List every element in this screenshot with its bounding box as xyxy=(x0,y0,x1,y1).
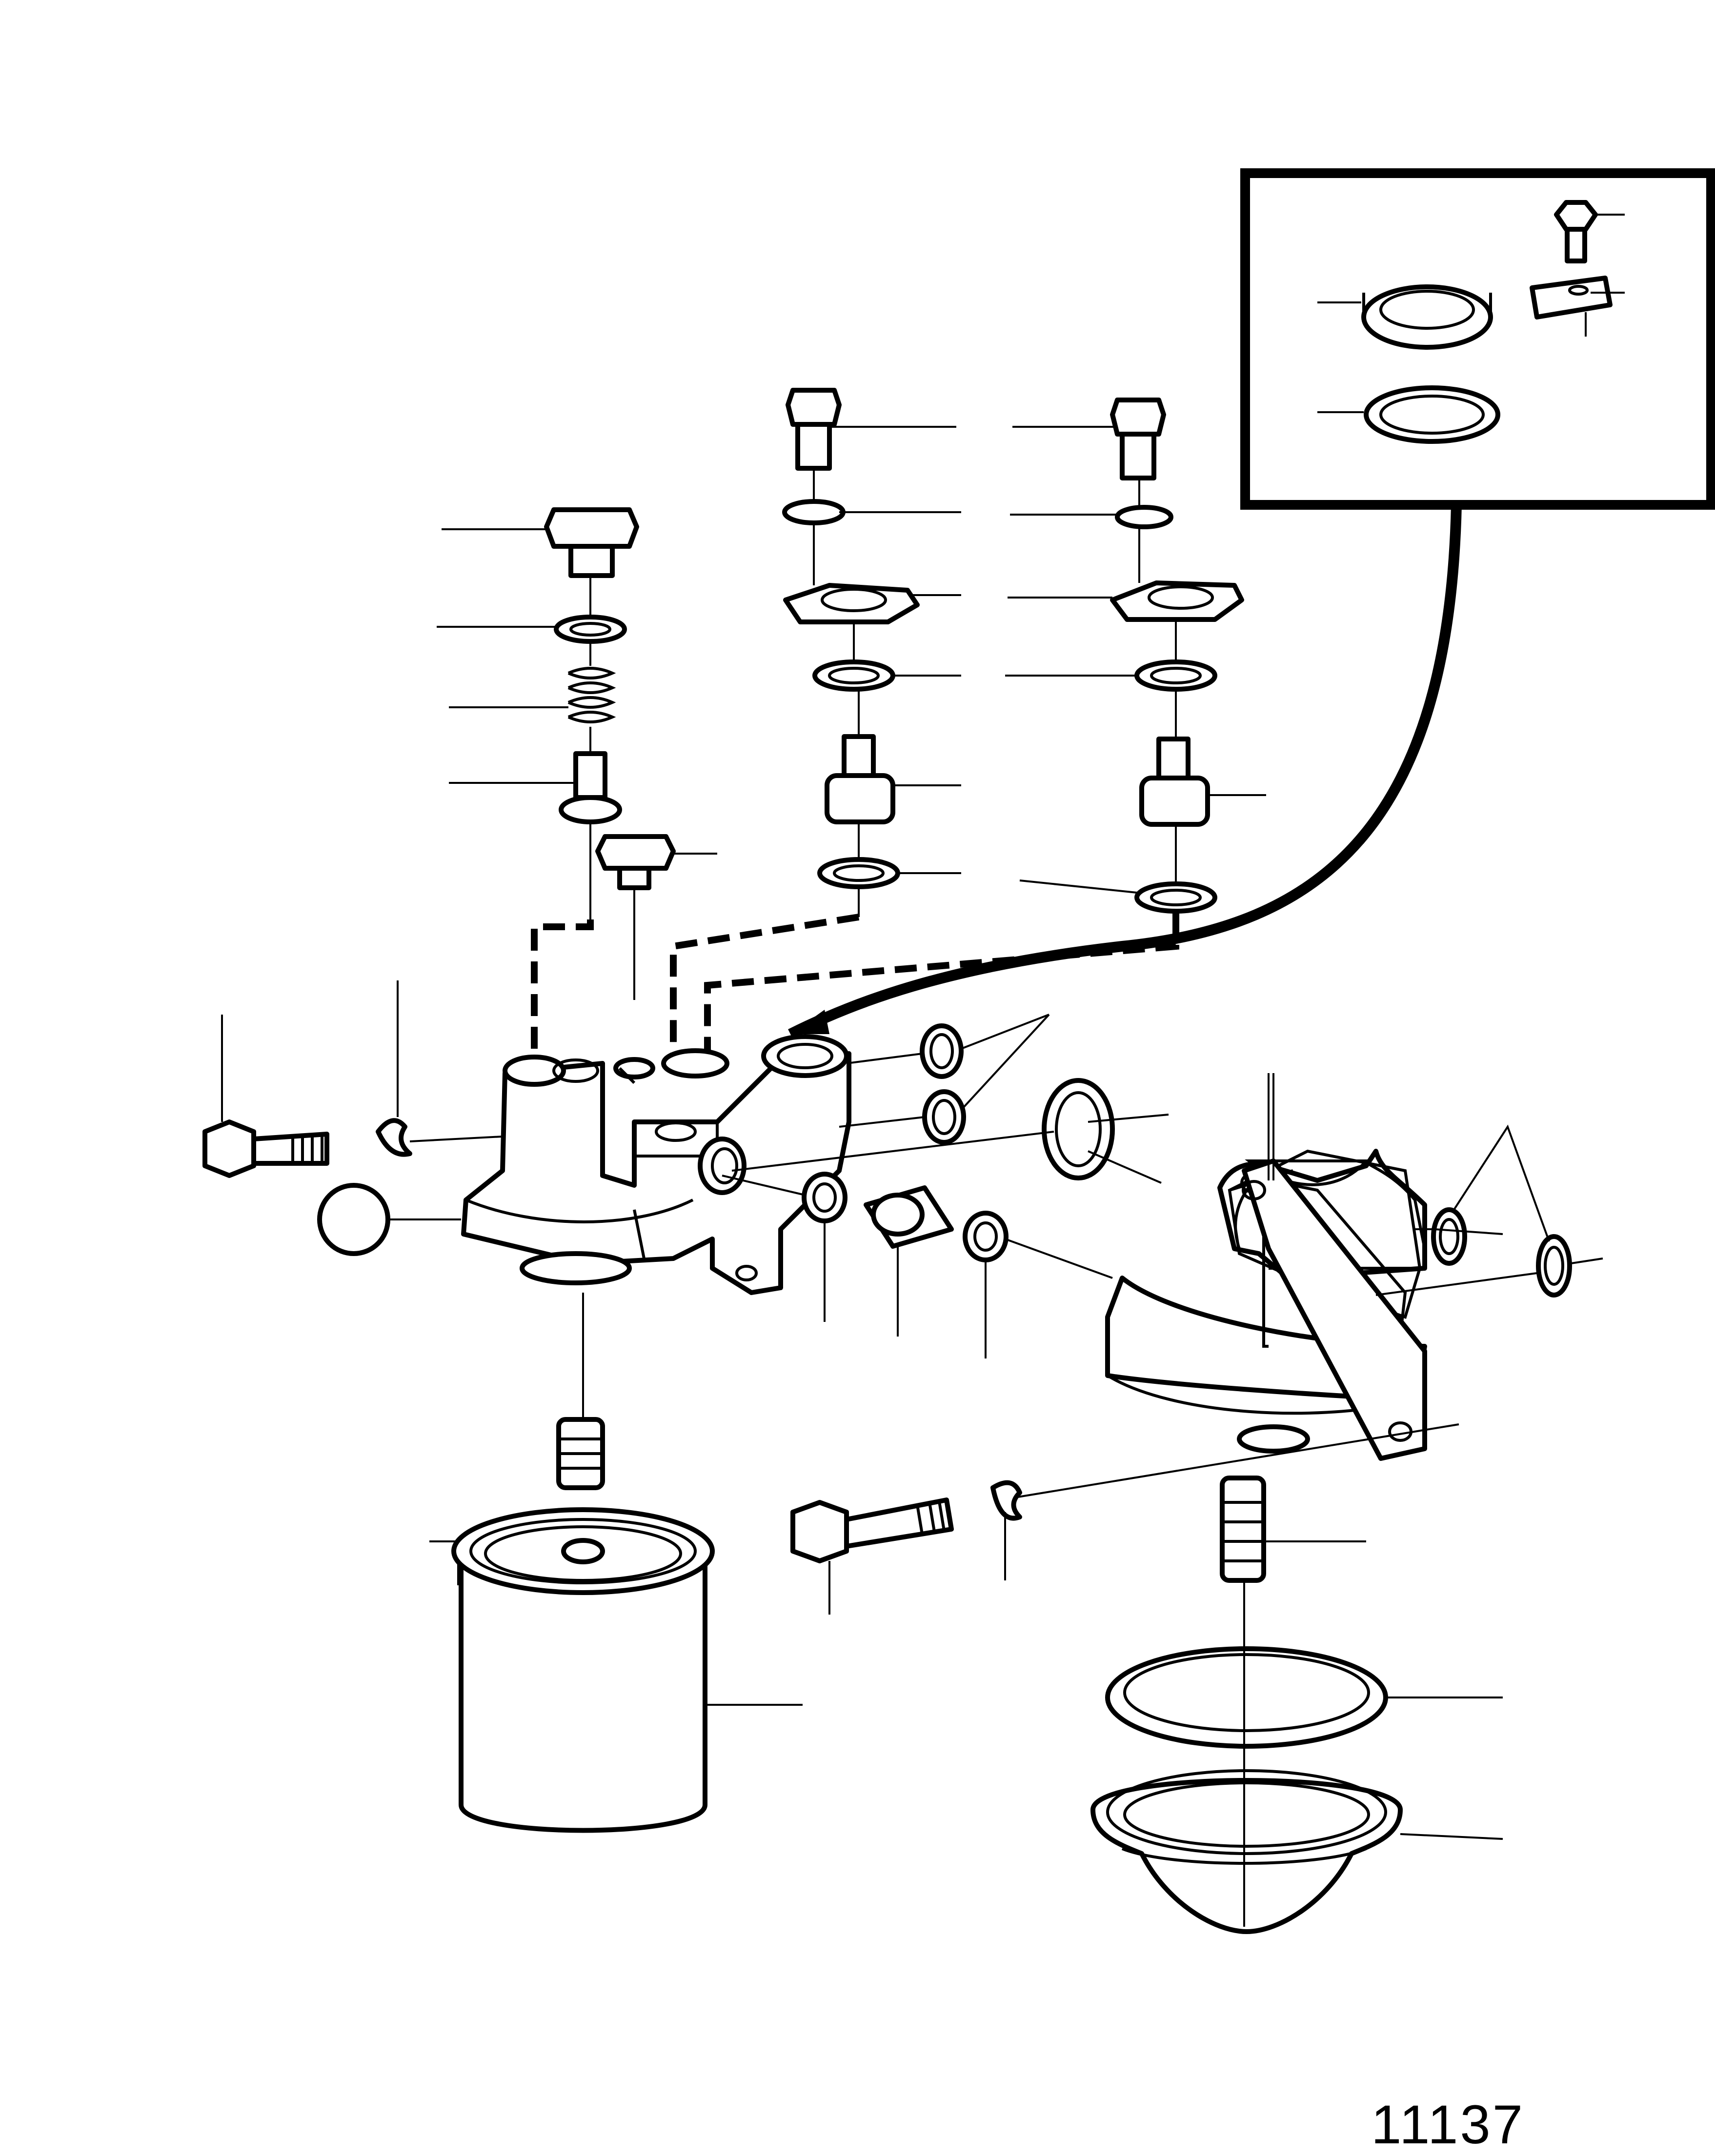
figure-number: 11137 xyxy=(1371,2094,1525,2155)
remote-mounting-bolt xyxy=(790,1423,1459,1615)
inset-reference-line xyxy=(788,504,1462,1039)
dashed-connector xyxy=(704,912,1179,1063)
relief-valve-stack xyxy=(437,507,639,919)
remote-filter-bowl xyxy=(1090,1769,1503,1934)
inset-seal-ring-lower xyxy=(1364,385,1500,444)
adapter-nipple-assembly xyxy=(722,1172,1113,1358)
reference-circle xyxy=(317,1183,390,1256)
inset-seal-ring-upper xyxy=(1361,284,1493,350)
small-plug xyxy=(595,834,717,1000)
remote-nipple xyxy=(1220,1476,1366,1583)
remote-o-rings xyxy=(1375,1124,1603,1298)
housing-o-rings xyxy=(731,1014,1169,1184)
banjo-bolt-stack-2 xyxy=(1005,398,1266,914)
banjo-bolt-stack-1 xyxy=(782,388,961,917)
dashed-connector xyxy=(531,919,594,1058)
filter-head-housing xyxy=(461,1034,851,1295)
left-mounting-bolt xyxy=(202,980,503,1178)
inset-lock-plate xyxy=(1530,276,1613,319)
dashed-connector xyxy=(670,914,860,1058)
inset-bolt xyxy=(1554,200,1598,263)
arrow-head-icon xyxy=(790,1010,829,1034)
filter-cartridge xyxy=(429,1293,803,1833)
remote-seal-ring xyxy=(1105,1646,1503,1749)
inset-detail-box xyxy=(1240,168,1715,510)
